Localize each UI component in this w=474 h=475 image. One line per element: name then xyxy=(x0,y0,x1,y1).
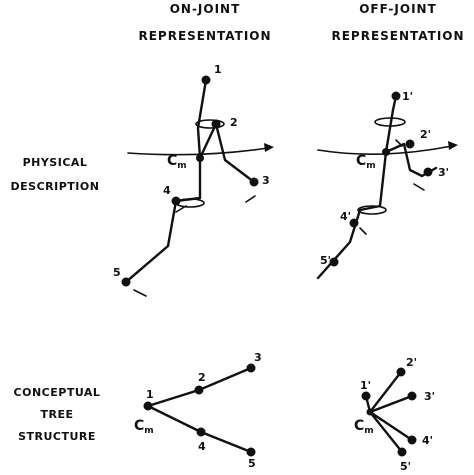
on-joint-limb-4-5 xyxy=(124,156,202,284)
on-joint-node-4 xyxy=(171,196,181,206)
off-tree-node-4 xyxy=(407,435,417,445)
on-joint-physical-diagram: 1 2 3 4 5 Cm xyxy=(113,63,274,297)
on-joint-node-1 xyxy=(201,75,211,85)
on-joint-label-2: 2 xyxy=(230,116,238,129)
on-joint-label-4: 4 xyxy=(163,184,171,197)
on-joint-node-3 xyxy=(249,177,259,187)
off-joint-label-3: 3' xyxy=(438,166,449,179)
on-tree-node-4 xyxy=(196,427,206,437)
on-joint-motion-arrow-4 xyxy=(175,205,187,213)
off-joint-limb-4-5 xyxy=(316,150,388,280)
on-tree-label-2: 2 xyxy=(198,371,206,384)
on-tree-label-4: 4 xyxy=(198,440,206,453)
off-joint-label-2: 2' xyxy=(420,128,431,141)
on-tree-node-2 xyxy=(194,385,204,395)
off-joint-conceptual-tree: 1' 2' 3' 4' 5' Cm xyxy=(354,356,435,473)
on-tree-cm-label: Cm xyxy=(134,418,154,436)
off-joint-physical-diagram: 1' 2' 3' 4' 5' Cm xyxy=(316,90,458,280)
off-tree-branch-3 xyxy=(368,394,414,414)
header-off-joint-line1: OFF-JOINT xyxy=(359,2,437,16)
off-tree-node-1 xyxy=(361,391,371,401)
off-joint-cm-label: Cm xyxy=(356,153,376,171)
off-joint-node-5 xyxy=(329,257,339,267)
row-label-conceptual-line2: TREE xyxy=(40,408,73,421)
on-tree-label-3: 3 xyxy=(254,351,262,364)
on-joint-limb-2-3 xyxy=(198,122,256,184)
on-joint-reference-axis xyxy=(127,147,269,156)
off-tree-branch-4 xyxy=(368,410,414,442)
off-joint-node-2 xyxy=(405,139,415,149)
off-joint-motion-arrow-2 xyxy=(395,139,403,147)
off-joint-rotation-ring-bottom xyxy=(357,205,387,215)
on-joint-node-5 xyxy=(121,277,131,287)
off-joint-axis-arrowhead xyxy=(448,141,458,150)
on-joint-label-3: 3 xyxy=(262,174,270,187)
off-tree-branch-5 xyxy=(368,410,404,454)
row-label-physical-line1: PHYSICAL xyxy=(23,156,88,169)
off-tree-node-5 xyxy=(397,447,407,457)
off-joint-motion-arrow-4 xyxy=(359,227,367,235)
on-joint-node-cm xyxy=(196,154,204,162)
off-joint-limb-1 xyxy=(384,94,398,154)
off-tree-node-cm xyxy=(366,408,374,416)
off-joint-rotation-ring-top xyxy=(374,117,406,127)
off-tree-node-2 xyxy=(396,367,406,377)
on-joint-cm-label: Cm xyxy=(167,153,187,171)
off-tree-label-1: 1' xyxy=(360,379,371,392)
off-joint-node-3 xyxy=(423,167,433,177)
off-tree-label-5: 5' xyxy=(400,460,411,473)
off-joint-label-5: 5' xyxy=(320,254,331,267)
off-tree-label-4: 4' xyxy=(422,434,433,447)
on-joint-label-1: 1 xyxy=(214,63,222,76)
on-joint-motion-arrow-5 xyxy=(133,289,147,297)
on-joint-conceptual-tree: 1 2 3 4 5 Cm xyxy=(134,351,262,470)
off-tree-node-3 xyxy=(407,391,417,401)
off-joint-motion-arrow-3 xyxy=(413,183,425,191)
on-joint-motion-arrow-3 xyxy=(245,195,256,203)
off-tree-branch-2 xyxy=(368,370,403,414)
off-joint-node-1 xyxy=(391,91,401,101)
on-tree-node-3 xyxy=(246,363,256,373)
header-on-joint-line1: ON-JOINT xyxy=(170,2,241,16)
on-tree-label-1: 1 xyxy=(146,388,154,401)
off-joint-node-cm xyxy=(382,148,390,156)
on-joint-axis-arrowhead xyxy=(264,143,274,152)
off-joint-label-1: 1' xyxy=(402,90,413,103)
on-tree-node-5 xyxy=(246,447,256,457)
row-label-conceptual-line3: STRUCTURE xyxy=(18,430,96,443)
row-label-physical-line2: DESCRIPTION xyxy=(11,180,100,193)
off-joint-label-4: 4' xyxy=(340,210,351,223)
header-on-joint-line2: REPRESENTATION xyxy=(138,29,271,43)
on-joint-node-2 xyxy=(211,119,221,129)
on-tree-node-1 xyxy=(143,401,153,411)
header-off-joint-line2: REPRESENTATION xyxy=(331,29,464,43)
off-tree-label-3: 3' xyxy=(424,390,435,403)
on-joint-label-5: 5 xyxy=(113,266,121,279)
on-joint-rotation-ring-top xyxy=(195,119,225,129)
off-tree-label-2: 2' xyxy=(406,356,417,369)
on-tree-label-5: 5 xyxy=(248,457,256,470)
off-tree-cm-label: Cm xyxy=(354,418,374,436)
off-joint-reference-axis xyxy=(317,145,453,155)
on-joint-limb-1 xyxy=(196,78,208,160)
row-label-conceptual-line1: CONCEPTUAL xyxy=(14,386,101,399)
off-joint-node-4 xyxy=(349,218,359,228)
